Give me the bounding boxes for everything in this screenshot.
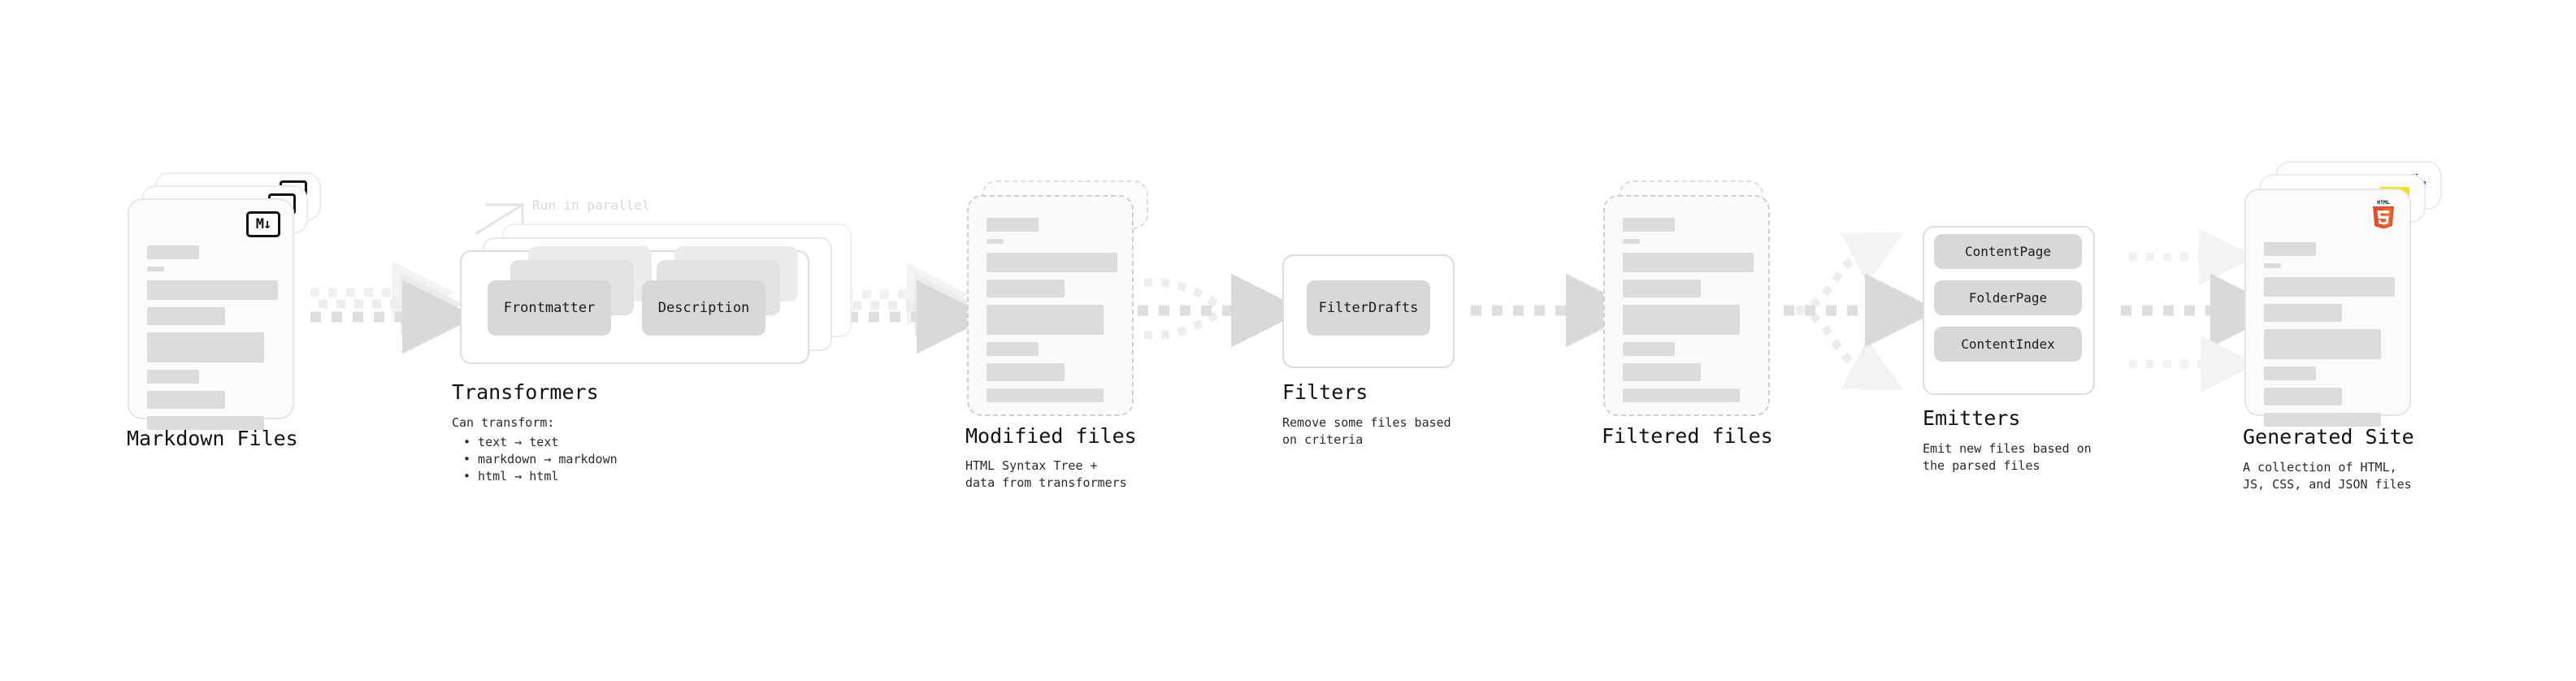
stage-title-generated-site: Generated Site — [2243, 425, 2414, 449]
connector-modified-to-filters — [1138, 273, 1305, 348]
run-in-parallel-label: Run in parallel — [532, 197, 650, 213]
stage-title-filtered-files: Filtered files — [1602, 424, 1773, 448]
site-card-front: HTML — [2244, 189, 2411, 427]
emitter-pill-contentpage[interactable]: ContentPage — [1934, 234, 2082, 269]
html5-icon: HTML — [2370, 198, 2397, 231]
stage-title-emitters: Emitters — [1923, 406, 2021, 430]
connector-emitters-to-site — [2121, 228, 2284, 393]
transformers-bullet-1: • markdown → markdown — [463, 452, 618, 466]
filtered-card-front — [1603, 195, 1770, 416]
markdown-card-lines — [147, 245, 278, 437]
transformers-bullet-list: • text → text • markdown → markdown • ht… — [463, 434, 618, 485]
modified-card-lines — [987, 218, 1117, 410]
modified-card-front — [967, 195, 1134, 416]
stage-subtitle-transformers: Can transform: — [452, 415, 555, 430]
transformer-pill-description[interactable]: Description — [642, 280, 765, 336]
stage-title-markdown-files: Markdown Files — [127, 427, 298, 450]
stage-title-modified-files: Modified files — [965, 424, 1137, 448]
site-card-lines — [2264, 242, 2395, 434]
transformer-pill-frontmatter[interactable]: Frontmatter — [488, 280, 611, 336]
connector-filtered-to-emitters — [1784, 232, 1939, 391]
emitter-pill-folderpage[interactable]: FolderPage — [1934, 280, 2082, 315]
stage-subtitle-modified-files: HTML Syntax Tree + data from transformer… — [965, 458, 1127, 490]
stage-title-filters: Filters — [1282, 380, 1368, 404]
filtered-card-lines — [1623, 218, 1754, 410]
stage-subtitle-generated-site: A collection of HTML, JS, CSS, and JSON … — [2243, 460, 2412, 492]
emitter-pill-contentindex[interactable]: ContentIndex — [1934, 327, 2082, 362]
connector-markdown-to-transformers — [310, 261, 476, 354]
filter-pill-filterdrafts[interactable]: FilterDrafts — [1307, 280, 1430, 336]
markdown-icon: M↓ — [246, 211, 280, 237]
stage-subtitle-filters: Remove some files based on criteria — [1282, 415, 1451, 447]
markdown-card-front: M↓ — [128, 198, 294, 430]
stage-subtitle-emitters: Emit new files based on the parsed files — [1923, 441, 2092, 473]
stage-title-transformers: Transformers — [452, 380, 599, 404]
svg-text:HTML: HTML — [2377, 199, 2390, 206]
transformers-bullet-0: • text → text — [463, 435, 559, 449]
transformers-bullet-2: • html → html — [463, 469, 559, 484]
